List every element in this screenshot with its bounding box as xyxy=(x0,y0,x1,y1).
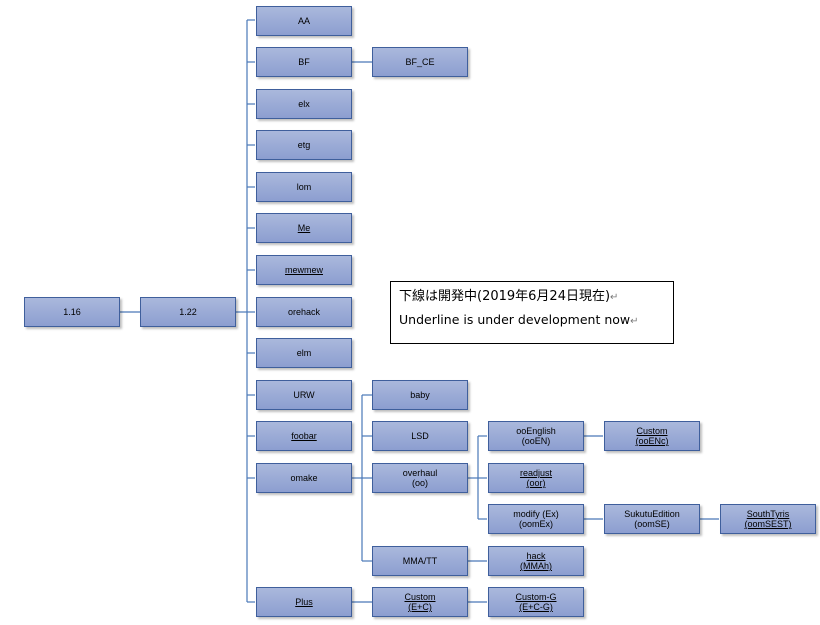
node-custom-g[interactable]: Custom-G(E+C-G) xyxy=(488,587,584,617)
node-lsd[interactable]: LSD xyxy=(372,421,468,451)
note-japanese-line: 下線は開発中(2019年6月24日現在)↵ xyxy=(399,286,673,309)
node-label: readjust xyxy=(519,468,553,478)
node-sublabel: (oomSE) xyxy=(634,519,670,529)
node-label: lom xyxy=(296,182,312,192)
node-label: elm xyxy=(296,348,312,358)
node-lom[interactable]: lom xyxy=(256,172,352,202)
node-label: URW xyxy=(293,390,315,400)
node-sublabel: (ooEN) xyxy=(521,436,551,446)
node-sublabel: (E+C) xyxy=(408,602,432,612)
node-label: Custom-G xyxy=(515,592,557,602)
node-1-16[interactable]: 1.16 xyxy=(24,297,120,327)
node-me[interactable]: Me xyxy=(256,213,352,243)
node-mewmew[interactable]: mewmew xyxy=(256,255,352,285)
node-label: LSD xyxy=(411,431,429,441)
note-japanese-text: 下線は開発中(2019年6月24日現在) xyxy=(399,289,611,304)
node-label: 1.22 xyxy=(179,307,197,317)
legend-note: 下線は開発中(2019年6月24日現在)↵ Underline is under… xyxy=(390,281,674,344)
node-label: modify (Ex) xyxy=(513,509,559,519)
node-aa[interactable]: AA xyxy=(256,6,352,36)
node-label: orehack xyxy=(287,307,321,317)
node-label: foobar xyxy=(291,431,317,441)
node-label: etg xyxy=(297,140,311,150)
node-sublabel: (oomSEST) xyxy=(744,519,792,529)
node-label: elx xyxy=(298,99,310,109)
node-plus[interactable]: Plus xyxy=(256,587,352,617)
node-hack[interactable]: hack(MMAh) xyxy=(488,546,584,576)
node-omake[interactable]: omake xyxy=(256,463,352,493)
return-mark-icon: ↵ xyxy=(630,316,639,327)
node-sukutu-edition[interactable]: SukutuEdition(oomSE) xyxy=(604,504,700,534)
node-label: SukutuEdition xyxy=(624,509,680,519)
node-label: ooEnglish xyxy=(516,426,556,436)
node-label: Custom xyxy=(404,592,436,602)
node-custom-ec[interactable]: Custom(E+C) xyxy=(372,587,468,617)
node-sublabel: (oo) xyxy=(411,478,428,488)
node-elm[interactable]: elm xyxy=(256,338,352,368)
node-label: Me xyxy=(297,223,311,233)
node-foobar[interactable]: foobar xyxy=(256,421,352,451)
node-readjust[interactable]: readjust(oor) xyxy=(488,463,584,493)
node-modify[interactable]: modify (Ex)(oomEx) xyxy=(488,504,584,534)
node-label: AA xyxy=(297,16,310,26)
node-label: hack xyxy=(526,551,546,561)
node-custom-ooenc[interactable]: Custom(ooENc) xyxy=(604,421,700,451)
node-label: BF_CE xyxy=(405,57,435,67)
node-label: Plus xyxy=(295,597,313,607)
node-etg[interactable]: etg xyxy=(256,130,352,160)
node-label: omake xyxy=(290,473,318,483)
node-ooenglish[interactable]: ooEnglish(ooEN) xyxy=(488,421,584,451)
node-overhaul[interactable]: overhaul(oo) xyxy=(372,463,468,493)
node-label: mewmew xyxy=(284,265,323,275)
note-english-text: Underline is under development now xyxy=(399,312,631,327)
node-label: MMA/TT xyxy=(402,556,438,566)
node-sublabel: (oor) xyxy=(526,478,546,488)
node-label: overhaul xyxy=(402,468,438,478)
node-bf[interactable]: BF xyxy=(256,47,352,77)
node-sublabel: (oomEx) xyxy=(518,519,553,529)
node-urw[interactable]: URW xyxy=(256,380,352,410)
node-label: 1.16 xyxy=(63,307,81,317)
node-label: BF xyxy=(298,57,310,67)
node-label: baby xyxy=(410,390,430,400)
node-orehack[interactable]: orehack xyxy=(256,297,352,327)
node-sublabel: (ooENc) xyxy=(635,436,669,446)
node-label: Custom xyxy=(636,426,668,436)
return-mark-icon: ↵ xyxy=(610,292,619,303)
node-elx[interactable]: elx xyxy=(256,89,352,119)
node-south-tyris[interactable]: SouthTyris(oomSEST) xyxy=(720,504,816,534)
node-bf-ce[interactable]: BF_CE xyxy=(372,47,468,77)
node-label: SouthTyris xyxy=(746,509,790,519)
node-baby[interactable]: baby xyxy=(372,380,468,410)
node-1-22[interactable]: 1.22 xyxy=(140,297,236,327)
node-sublabel: (MMAh) xyxy=(520,561,552,571)
note-english-line: Underline is under development now↵ xyxy=(399,309,673,333)
node-sublabel: (E+C-G) xyxy=(519,602,553,612)
node-mma-tt[interactable]: MMA/TT xyxy=(372,546,468,576)
